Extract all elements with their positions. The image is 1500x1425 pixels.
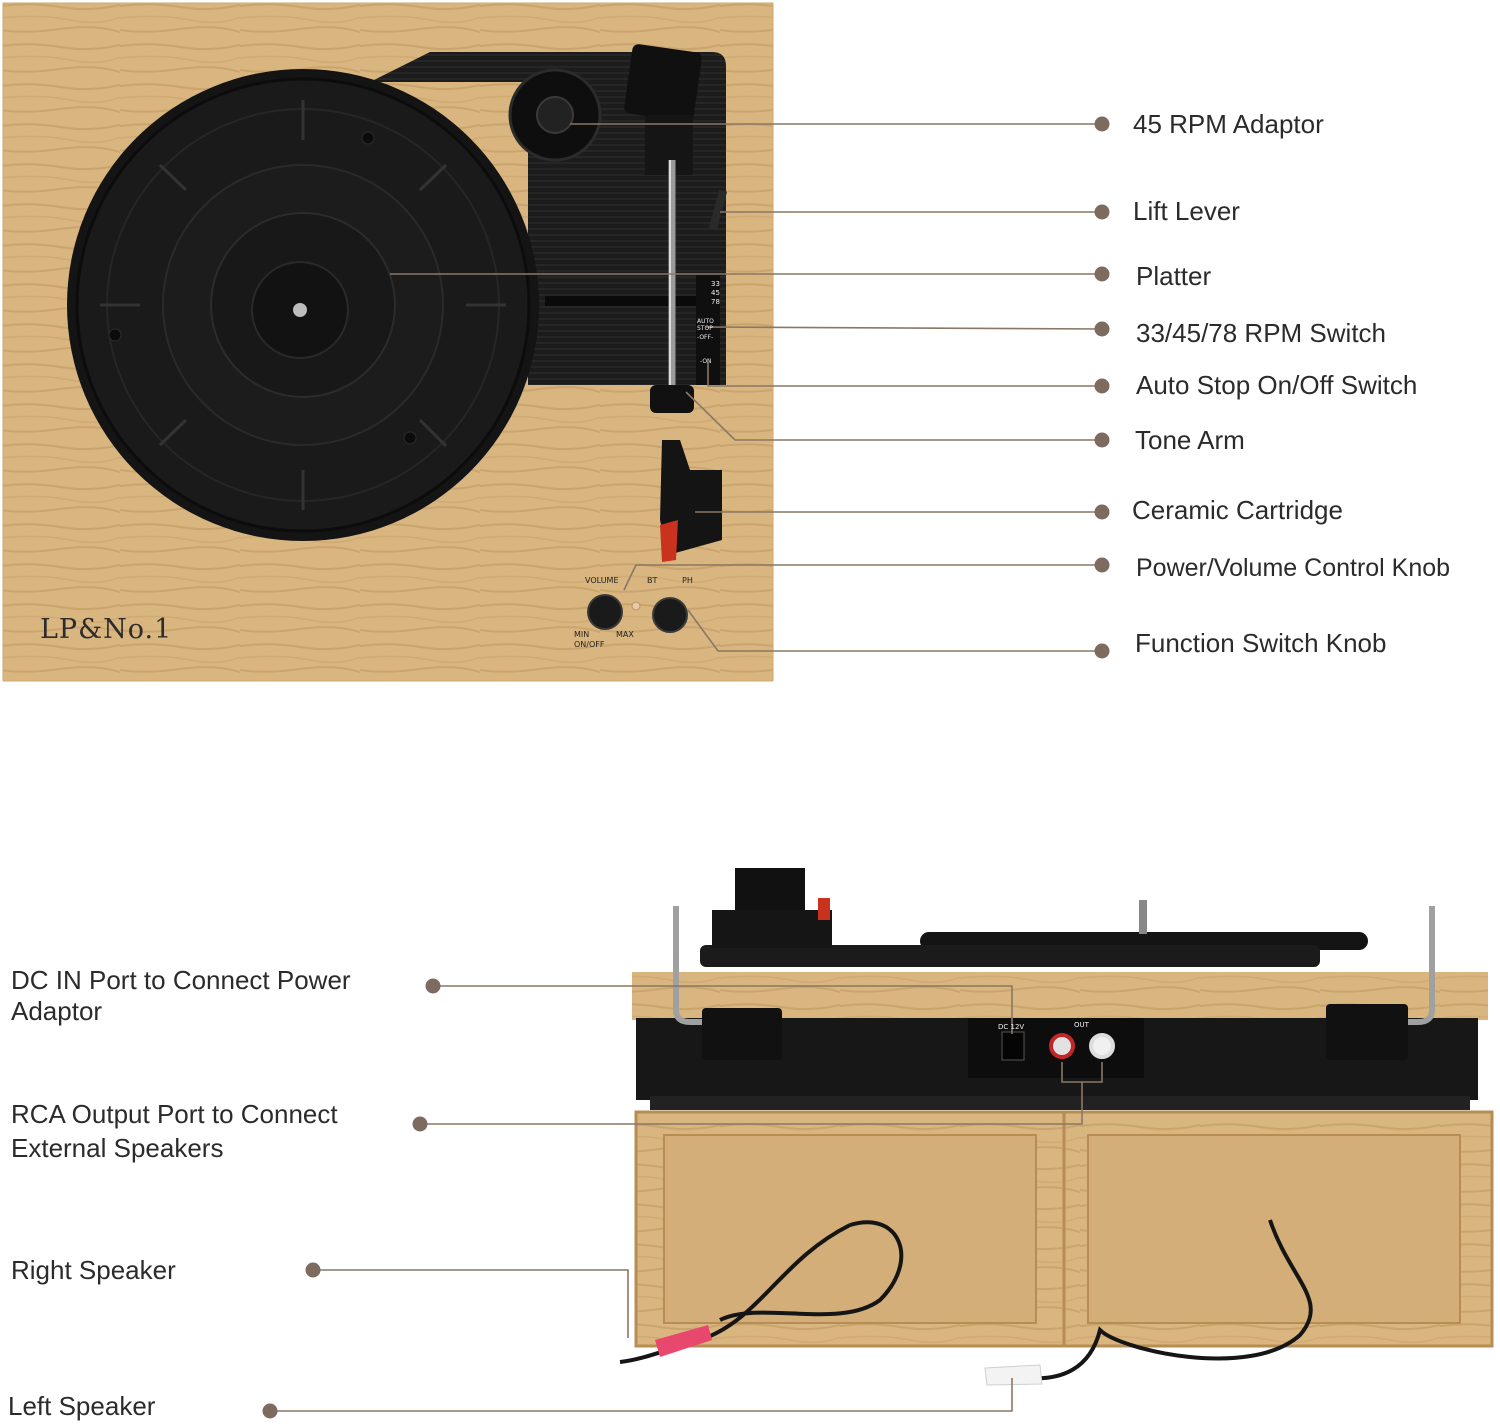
dot-left-speaker	[262, 1403, 278, 1419]
speed-45-marking: 45	[711, 289, 720, 297]
label-power-volume-knob: Power/Volume Control Knob	[1136, 554, 1451, 582]
rca-plug-red	[655, 1325, 712, 1357]
label-ceramic-cartridge: Ceramic Cartridge	[1132, 495, 1343, 525]
rear-deck-edge	[700, 945, 1320, 967]
dot-rpm-switch	[1094, 321, 1110, 337]
max-marking: MAX	[616, 630, 634, 639]
lid-handle-right	[1400, 906, 1435, 1025]
dot-dc-in-port	[425, 978, 441, 994]
spindle	[293, 303, 307, 317]
platter-screw-2	[108, 328, 122, 342]
lift-lever	[708, 189, 728, 231]
label-rpm-switch: 33/45/78 RPM Switch	[1136, 318, 1387, 348]
indicator-led	[631, 601, 641, 611]
leader-right-speaker	[313, 1269, 629, 1338]
label-45-rpm-adaptor: 45 RPM Adaptor	[1133, 109, 1324, 139]
platter-screw-1	[361, 131, 375, 145]
platter-ticks	[100, 100, 506, 510]
leader-tone-arm	[685, 391, 1102, 441]
label-rca-output-port: RCA Output Port to Connect External Spea…	[11, 1099, 338, 1163]
adaptor-45-rpm-center	[536, 96, 574, 134]
label-tone-arm: Tone Arm	[1135, 425, 1245, 455]
volume-marking: VOLUME	[585, 576, 619, 585]
out-marking: OUT	[1074, 1021, 1089, 1029]
dot-function-switch-knob	[1094, 643, 1110, 659]
rca-plug-white	[984, 1364, 1043, 1386]
deck-slot	[545, 296, 705, 306]
dot-platter	[1094, 266, 1110, 282]
rear-tonearm-base	[712, 910, 832, 948]
dot-right-speaker	[305, 1262, 321, 1278]
label-auto-stop-switch: Auto Stop On/Off Switch	[1136, 370, 1418, 400]
hinge-right	[1326, 1004, 1408, 1060]
leader-rca-bracket	[1061, 1062, 1103, 1083]
rear-cartridge-red	[818, 898, 830, 920]
rca-out-red	[1049, 1033, 1075, 1059]
speaker-cable-right-2	[719, 1220, 904, 1322]
rear-spindle	[1139, 900, 1147, 934]
leader-power-volume-knob	[623, 564, 1102, 591]
rear-plinth-base	[650, 1096, 1470, 1110]
volume-knob	[587, 594, 623, 630]
dot-ceramic-cartridge	[1094, 504, 1110, 520]
speed-33-marking: 33	[711, 280, 720, 288]
label-right-speaker: Right Speaker	[11, 1255, 176, 1285]
platter-screw-3	[403, 431, 417, 445]
auto-stop-off-marking: -OFF-	[697, 334, 714, 341]
dc-in-port	[1001, 1031, 1025, 1061]
cartridge-red	[660, 520, 678, 562]
dot-lift-lever	[1094, 204, 1110, 220]
brand-logo: LP&No.1	[40, 614, 173, 645]
speaker-cable-right	[619, 1223, 851, 1364]
dot-tone-arm	[1094, 432, 1110, 448]
label-function-switch-knob: Function Switch Knob	[1135, 628, 1387, 658]
ph-marking: PH	[682, 576, 693, 585]
label-dc-in-port: DC IN Port to Connect Power Adaptor	[11, 965, 351, 1026]
speed-78-marking: 78	[711, 298, 720, 306]
rca-out-white	[1089, 1033, 1115, 1059]
label-platter: Platter	[1136, 261, 1212, 291]
dot-rca-output-port	[412, 1116, 428, 1132]
function-knob	[652, 597, 688, 633]
auto-stop-marking: AUTO STOP	[697, 318, 714, 332]
leader-rca-output-port	[420, 1082, 1083, 1125]
on-off-marking: ON/OFF	[574, 640, 605, 649]
hinge-left	[702, 1008, 782, 1060]
auto-stop-on-marking: -ON	[700, 358, 712, 365]
leader-auto-stop-switch	[707, 362, 1102, 387]
dot-45-rpm-adaptor	[1094, 116, 1110, 132]
label-lift-lever: Lift Lever	[1133, 196, 1240, 226]
leader-dc-in-port	[433, 985, 1013, 1034]
dc-marking: DC 12V	[998, 1023, 1025, 1031]
leader-rpm-switch	[705, 326, 1103, 330]
dot-auto-stop-switch	[1094, 378, 1110, 394]
tonearm-counterweight	[624, 44, 702, 122]
bt-marking: BT	[647, 576, 658, 585]
rear-cartridge	[735, 868, 805, 916]
leader-left-speaker	[270, 1378, 1013, 1412]
tonearm-rest	[650, 385, 694, 413]
speaker-cable-left	[1029, 1219, 1313, 1381]
right-speaker-inner	[663, 1134, 1037, 1324]
label-left-speaker: Left Speaker	[8, 1391, 156, 1421]
leader-function-switch-knob	[687, 609, 1102, 652]
lid-handle-left	[673, 906, 705, 1025]
min-marking: MIN	[574, 630, 590, 639]
dot-power-volume-knob	[1094, 557, 1110, 573]
